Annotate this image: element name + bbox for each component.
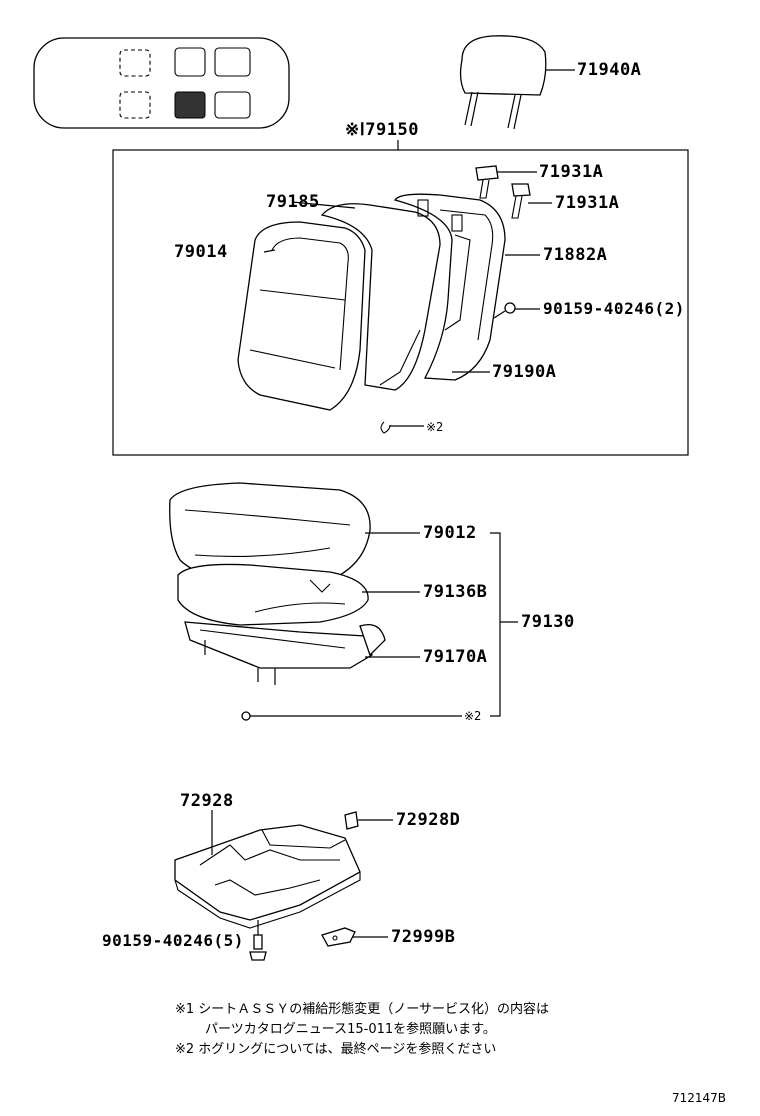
label-hogring-back: ※2	[426, 420, 444, 434]
note-1-line-2: パーツカタログニュース15-011を参照願います。	[205, 1022, 496, 1037]
tray-clip-part	[344, 811, 359, 830]
hogring-back-part	[380, 421, 424, 434]
label-frame-back: 71882A	[543, 245, 608, 265]
label-pad-cushion: 79136B	[423, 582, 488, 602]
bolt-back-part	[493, 302, 516, 319]
label-frame-lower: 79190A	[492, 362, 557, 382]
label-cushion-assy: 79130	[521, 612, 575, 632]
cushion-frame-part	[184, 621, 386, 685]
label-cover-back: 79014	[174, 242, 228, 262]
note-1-line-1: ※1 シートＡＳＳＹの補給形態変更（ノーサービス化）の内容は	[175, 1002, 550, 1017]
label-cover-cushion: 79012	[423, 523, 477, 543]
seatback-cover-part	[237, 221, 366, 411]
leader-pad-back	[291, 201, 356, 209]
label-pad-back: 79185	[266, 192, 320, 212]
hogring-cushion-part	[241, 711, 462, 721]
label-tray-clip: 72928D	[396, 810, 461, 830]
seatback-group-box	[112, 149, 689, 456]
headrest-part	[459, 35, 547, 130]
cushion-cover-part	[169, 482, 371, 586]
cushion-pad-part	[177, 563, 369, 626]
label-clip-upper: 71931A	[539, 162, 604, 182]
label-headrest: 71940A	[577, 60, 642, 80]
label-hogring-cushion: ※2	[464, 709, 482, 723]
note-2: ※2 ホグリングについては、最終ページを参照ください	[175, 1042, 497, 1057]
bolt-tray-part	[249, 934, 267, 961]
label-bolt-tray: 90159-40246(5)	[102, 931, 244, 950]
label-bracket: 72999B	[391, 927, 456, 947]
bracket-cushion-assy	[490, 532, 501, 717]
figure-id: 712147B	[672, 1091, 727, 1105]
clip-lower-part	[511, 183, 531, 219]
bracket-part	[321, 927, 356, 947]
label-bolt-back: 90159-40246(2)	[543, 299, 685, 318]
label-frame-cushion: 79170A	[423, 647, 488, 667]
tray-part	[174, 824, 361, 929]
label-tray: 72928	[180, 791, 234, 811]
clip-upper-part	[475, 165, 499, 199]
seatback-pad-part	[320, 203, 441, 391]
leader-cover-back	[263, 249, 276, 253]
seat-position-icon	[33, 37, 290, 129]
label-clip-lower: 71931A	[555, 193, 620, 213]
label-seatback-assy: ※Ⅰ79150	[345, 120, 419, 140]
